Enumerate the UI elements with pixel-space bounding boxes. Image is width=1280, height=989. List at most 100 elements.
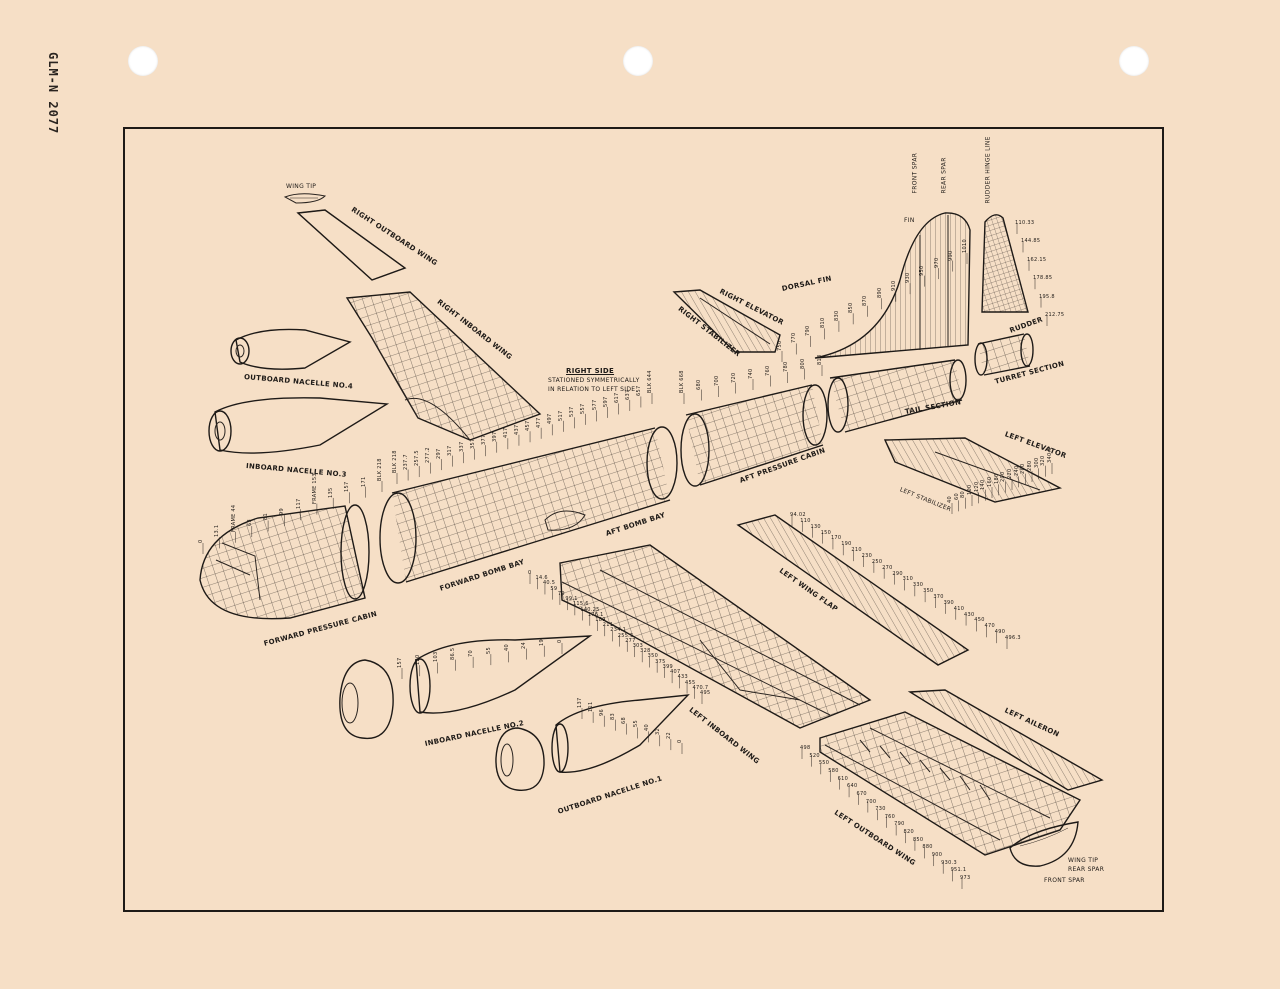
station-label: 230 xyxy=(861,553,873,559)
rudder-hinge-label: RUDDER HINGE LINE xyxy=(984,136,992,204)
station-label: 800 xyxy=(799,358,806,369)
left-wing-tip-label: WING TIP xyxy=(1068,857,1099,864)
station-label: 96 xyxy=(599,708,606,716)
station-label: 670 xyxy=(856,790,867,797)
station-label: 130 xyxy=(810,523,821,530)
station-label: 637 xyxy=(624,389,631,400)
station-label: 850 xyxy=(848,302,855,314)
station-label: 83 xyxy=(610,712,617,720)
station-label: 63 xyxy=(246,519,253,527)
station-label: 40 xyxy=(947,496,953,503)
station-label: 110.33 xyxy=(1015,220,1035,226)
station-label: 790 xyxy=(894,821,905,828)
station-label: 86.5 xyxy=(450,647,457,660)
station-label: 720 xyxy=(730,372,737,383)
station-label: 850 xyxy=(912,836,924,843)
station-label: 350 xyxy=(923,588,934,595)
binder-hole-left xyxy=(128,46,158,76)
station-label: 59 xyxy=(550,585,558,592)
outboard-nacelle-4-part xyxy=(230,328,352,370)
station-label: 1010 xyxy=(962,239,968,253)
fin-label: FIN xyxy=(904,217,915,224)
inboard-nacelle-3-part xyxy=(208,397,390,454)
station-label: 760 xyxy=(765,365,772,376)
station-label: 81 xyxy=(263,513,270,521)
station-label: 910 xyxy=(890,280,897,291)
station-label: 303 xyxy=(632,643,644,650)
station-label: 117 xyxy=(295,498,302,510)
station-label: 212.75 xyxy=(1045,312,1065,318)
station-label: 180 xyxy=(993,473,1000,485)
station-label: 680 xyxy=(696,379,703,390)
station-label: 178.85 xyxy=(1033,275,1053,282)
station-label: 496.3 xyxy=(1005,635,1021,641)
station-label: 970 xyxy=(933,257,940,269)
left-wing-tip-part xyxy=(1009,821,1079,867)
station-label: 597 xyxy=(602,396,609,407)
station-label: 99 xyxy=(279,507,286,515)
station-label: 700 xyxy=(713,375,720,386)
station-label: 135 xyxy=(328,487,335,498)
station-label: 657 xyxy=(635,386,642,397)
station-label: 730 xyxy=(875,806,886,813)
right-side-title: RIGHT SIDE xyxy=(566,367,615,375)
station-label: 557 xyxy=(580,403,587,414)
station-label: 470 xyxy=(984,623,995,630)
station-label: 317 xyxy=(447,445,454,456)
station-label: 430 xyxy=(964,611,975,618)
station-label: 22 xyxy=(665,732,672,740)
station-label: 55 xyxy=(632,720,639,728)
station-label: 951.1 xyxy=(950,867,967,874)
station-label: 930.3 xyxy=(941,859,957,866)
right-inboard-wing-part xyxy=(345,291,542,441)
station-label: 580 xyxy=(828,767,839,774)
station-label: 477 xyxy=(536,417,543,428)
station-label: 450 xyxy=(974,617,985,624)
station-label: 257.5 xyxy=(414,450,421,467)
station-label: 140.25 xyxy=(580,606,600,613)
binder-hole-right xyxy=(1119,46,1149,76)
station-label: 397 xyxy=(491,431,498,442)
station-label: 103 xyxy=(432,651,439,663)
right-side-note-line1: STATIONED SYMMETRICALLY xyxy=(548,377,640,384)
station-label: 457 xyxy=(525,420,532,432)
station-label: 740 xyxy=(748,368,754,379)
tail-section-part xyxy=(827,359,967,433)
station-label: 99.1 xyxy=(565,596,578,603)
station-label: 277.2 xyxy=(425,446,432,463)
station-label: 640 xyxy=(847,783,858,790)
station-label: 40.5 xyxy=(542,580,556,587)
station-label: 150 xyxy=(820,529,832,536)
station-label: 189 xyxy=(595,616,606,623)
station-label: 32 xyxy=(654,728,661,736)
station-label: 818 xyxy=(817,354,823,365)
station-label: 617 xyxy=(613,392,620,404)
station-label: 328 xyxy=(640,648,651,655)
station-label: 337 xyxy=(458,441,465,453)
station-label: 370 xyxy=(933,594,944,600)
station-label: 830 xyxy=(833,310,840,321)
station-label: 137 xyxy=(577,697,583,708)
station-label: 0 xyxy=(528,570,532,576)
station-label: 211 xyxy=(602,622,614,629)
station-label: 60 xyxy=(953,493,960,501)
station-label: BLK 218 xyxy=(377,458,383,481)
fin-rear-spar-label: REAR SPAR xyxy=(940,157,948,194)
binder-hole-center xyxy=(623,46,653,76)
station-label: 310 xyxy=(902,576,914,583)
station-label: 537 xyxy=(569,406,576,418)
station-label: 495 xyxy=(700,690,711,696)
station-label: 350 xyxy=(647,653,659,660)
station-label: 13.1 xyxy=(214,525,221,538)
station-label: 377 xyxy=(480,434,487,446)
station-label: 170 xyxy=(830,535,842,542)
station-label: 190 xyxy=(841,541,852,548)
station-label: 700 xyxy=(865,798,877,805)
station-label: 70 xyxy=(468,649,475,657)
station-label: 157 xyxy=(397,657,403,668)
station-label: 357 xyxy=(469,438,476,449)
station-label: 40 xyxy=(643,724,650,732)
station-label: 550 xyxy=(818,760,830,767)
station-label: 973 xyxy=(960,875,971,881)
station-label: 340.5 xyxy=(1047,447,1053,463)
